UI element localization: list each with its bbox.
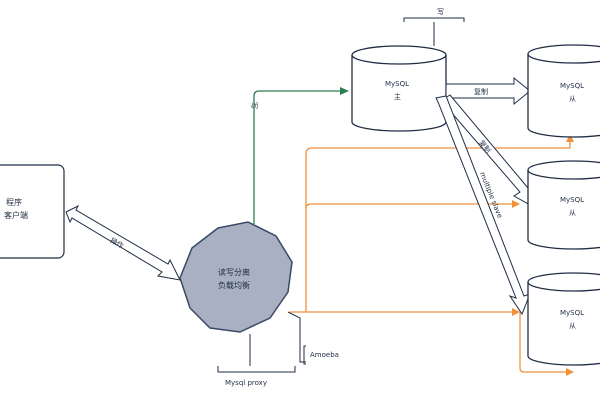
slave-1-cylinder-body bbox=[527, 54, 600, 138]
slave-3-label-2: 从 bbox=[569, 322, 576, 330]
read-arrowhead-4 bbox=[566, 368, 574, 376]
replicate-arrow-3 bbox=[435, 95, 531, 316]
amoeba-bracket bbox=[303, 345, 306, 365]
slave-2-label-1: MySQL bbox=[560, 196, 584, 204]
slave-3-label-1: MySQL bbox=[560, 309, 584, 317]
client-box bbox=[0, 164, 65, 259]
master-node: MySQL 主 bbox=[351, 45, 447, 132]
master-annotation-text: 写 bbox=[437, 8, 444, 16]
write-arrowhead bbox=[340, 87, 349, 95]
write-line bbox=[253, 90, 340, 224]
amoeba-connector bbox=[287, 311, 306, 363]
replicate-arrow-1 bbox=[445, 76, 531, 106]
write-label: 写 bbox=[250, 102, 258, 109]
master-label-1: MySQL bbox=[385, 80, 409, 88]
slave-3-cylinder-body bbox=[527, 282, 600, 366]
slave-2-cylinder-top bbox=[527, 160, 600, 180]
master-cylinder-body bbox=[351, 55, 447, 132]
operate-double-arrow: 操作 bbox=[65, 204, 181, 281]
proxy-label-2: 负载均衡 bbox=[218, 280, 250, 290]
proxy-caption-bracket bbox=[217, 366, 296, 373]
proxy-node: 读写分离 负载均衡 bbox=[179, 221, 293, 333]
proxy-caption: Mysql proxy bbox=[217, 334, 296, 387]
master-label-2: 主 bbox=[394, 92, 401, 101]
read-line-1 bbox=[290, 140, 571, 313]
client-label-1: 程序 bbox=[6, 197, 22, 207]
master-annotation: 写 bbox=[403, 8, 465, 46]
slave-1-label-2: 从 bbox=[569, 95, 576, 103]
master-cylinder-top bbox=[351, 45, 447, 65]
read-arrowhead-2 bbox=[512, 200, 520, 208]
slave-1-cylinder-top bbox=[527, 44, 600, 64]
client-label-2: 客户端 bbox=[4, 210, 28, 220]
master-annotation-bracket bbox=[403, 17, 465, 22]
amoeba-annotation: Amoeba bbox=[287, 311, 339, 365]
slave-node-3: MySQL 从 bbox=[527, 272, 600, 366]
slave-2-label-2: 从 bbox=[569, 209, 576, 217]
read-line-2 bbox=[305, 203, 512, 209]
slave-node-1: MySQL 从 bbox=[527, 44, 600, 138]
slave-1-label-1: MySQL bbox=[560, 82, 584, 90]
read-arrowhead-3 bbox=[512, 308, 520, 316]
slave-2-cylinder-body bbox=[527, 170, 600, 250]
read-arrowhead-1 bbox=[566, 134, 574, 142]
proxy-label-1: 读写分离 bbox=[218, 267, 250, 277]
write-edge: 写 bbox=[250, 87, 349, 224]
client-node: 程序 客户端 bbox=[0, 164, 65, 259]
slave-node-2: MySQL 从 bbox=[527, 160, 600, 250]
replicate-label: 复制 bbox=[474, 87, 488, 96]
amoeba-label: Amoeba bbox=[310, 351, 339, 359]
read-edges bbox=[290, 134, 574, 376]
proxy-caption-text: Mysql proxy bbox=[225, 379, 267, 387]
replicate-edge-1: 复制 bbox=[445, 76, 531, 106]
slave-3-cylinder-top bbox=[527, 272, 600, 292]
proxy-shape bbox=[179, 221, 293, 333]
read-line-4 bbox=[519, 312, 566, 373]
